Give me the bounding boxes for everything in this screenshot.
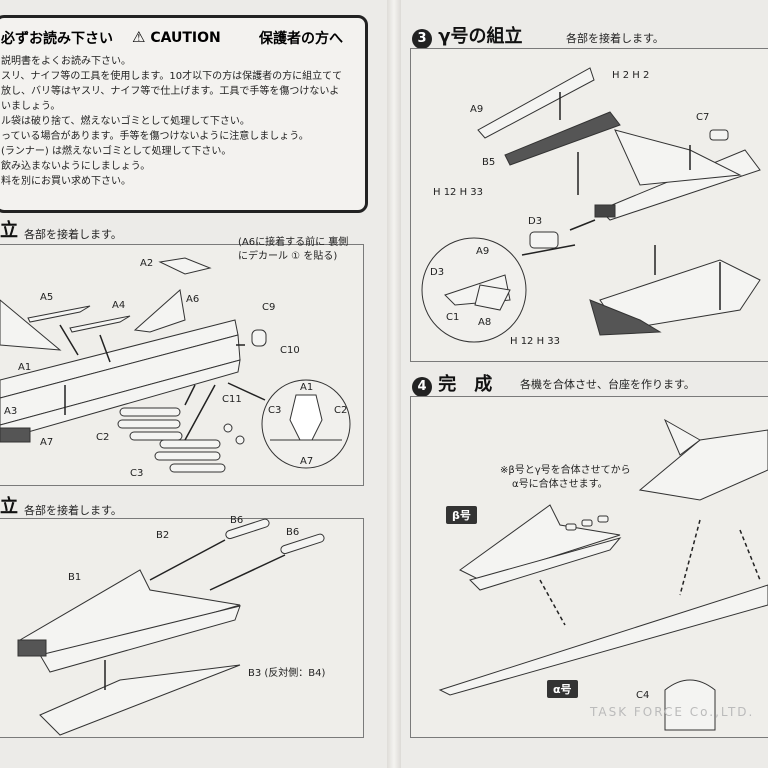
caution-line: っている場合があります。手等を傷つけないように注意しましょう。 [1,131,309,142]
part-label: B1 [68,572,82,583]
caution-line: ル袋は破り捨て、燃えないゴミとして処理して下さい。 [1,116,250,127]
part-label: B5 [482,157,496,168]
part-label: C3 [268,405,282,416]
step2-title: 立 [0,496,18,517]
step4-number: 4 [412,377,432,397]
step4-note-line2: α号に合体させます。 [512,479,608,490]
part-label: C3 [130,468,144,479]
step1-subtitle: 各部を接着します。 [24,228,122,241]
caution-line: 料を別にお買い求め下さい。 [1,176,131,187]
caution-heading-text: CAUTION [150,30,221,46]
step3-h-bot: H 12 H 33 [510,336,561,347]
step4-title: 4 完 成 [412,370,492,397]
part-label: B2 [156,530,170,541]
caution-line: いましょう。 [1,101,61,112]
part-label: C4 [636,690,650,701]
warning-triangle-icon: ⚠ [132,28,146,46]
beta-badge: β号 [446,506,477,524]
step4-title-text: 完 成 [438,374,493,395]
part-label: B6 [286,527,300,538]
step3-title: 3 γ号の組立 [412,22,523,49]
step3-h-mid: H 12 H 33 [433,187,484,198]
caution-box: 必ずお読み下さい ⚠ CAUTION 保護者の方へ 説明書をよくお読み下さい。 … [0,15,368,213]
caution-line: 飲み込まないようにしましょう。 [1,161,151,172]
step4-note-line1: ※β号とγ号を合体させてから [500,465,631,476]
part-label: C7 [696,112,710,123]
part-label: C9 [262,302,276,313]
part-label: A1 [300,382,314,393]
part-label: C10 [280,345,300,356]
part-label: A9 [476,246,490,257]
step3-title-text: γ号の組立 [438,26,523,47]
part-label: A9 [470,104,484,115]
caution-heading-right: 保護者の方へ [259,31,343,47]
caution-lines: 説明書をよくお読み下さい。 スリ、ナイフ等の工具を使用します。10才以下の方は保… [1,54,342,189]
step1-decal-note: (A6に接着する前に 裏側にデカール ① を貼る) [238,237,349,262]
part-label: C1 [446,312,460,323]
step4-subtitle: 各機を合体させ、台座を作ります。 [520,378,695,391]
part-label: A5 [40,292,54,303]
part-label: B3 (反対側：B4) [248,668,326,679]
step3-subtitle: 各部を接着します。 [566,32,664,45]
caution-line: 説明書をよくお読み下さい。 [1,56,131,67]
step3-number: 3 [412,29,432,49]
step1-title: 立 [0,220,18,241]
caution-line: 放し、バリ等はヤスリ、ナイフ等で仕上げます。工具で手等を傷つけないよ [1,86,340,97]
part-label: A3 [4,406,18,417]
step3-h-top: H 2 H 2 [612,70,650,81]
part-label: D3 [430,267,445,278]
part-label: A8 [478,317,492,328]
caution-line: スリ、ナイフ等の工具を使用します。10才以下の方は保護者の方に組立てて [1,71,343,82]
caution-heading-center: ⚠ CAUTION [132,28,221,46]
part-label: A7 [40,437,54,448]
caution-heading-left: 必ずお読み下さい [1,31,113,47]
part-label: C2 [334,405,348,416]
page-fold [387,0,401,768]
part-label: C11 [222,394,242,405]
part-label: B6 [230,515,244,526]
step2-subtitle: 各部を接着します。 [24,504,122,517]
part-label: D3 [528,216,543,227]
maker-imprint: TASK FORCE Co.,LTD. [590,705,755,719]
part-label: A7 [300,456,314,467]
part-label: C2 [96,432,110,443]
caution-line: (ランナー) は燃えないゴミとして処理して下さい。 [1,146,232,157]
part-label: A4 [112,300,126,311]
part-label: A1 [18,362,32,373]
part-label: A6 [186,294,200,305]
part-label: A2 [140,258,154,269]
alpha-badge: α号 [547,680,578,698]
